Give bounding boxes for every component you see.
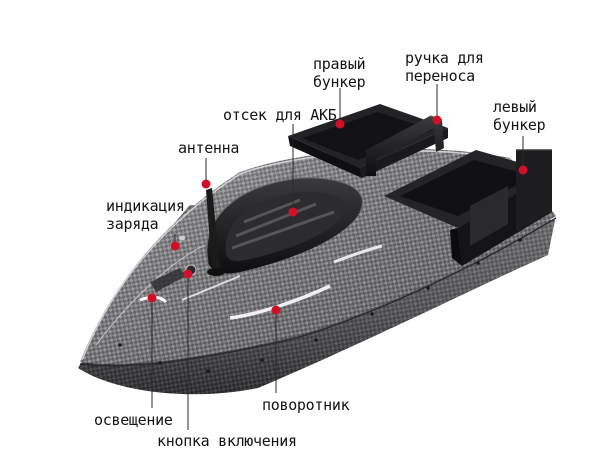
label-left-hopper-line-2: бункер	[493, 116, 546, 134]
label-battery-compartment-text: отсек для АКБ	[223, 106, 337, 124]
label-charge-indicator-line-1: индикация	[106, 197, 185, 215]
left-hopper	[384, 149, 552, 266]
label-lighting-text: освещение	[94, 411, 173, 429]
label-right-hopper-line-2: бункер	[313, 73, 366, 91]
label-lighting: освещение	[94, 411, 173, 429]
antenna	[206, 188, 225, 276]
label-carry-handle-line-1: ручка для	[405, 49, 484, 67]
leader-lines	[151, 84, 524, 430]
label-left-hopper-line-1: левый	[493, 98, 537, 116]
marker-battery	[288, 207, 298, 217]
label-power-button-text: кнопка включения	[157, 432, 297, 450]
label-antenna: антенна	[178, 139, 239, 157]
marker-turn	[271, 305, 281, 315]
battery-hatch	[206, 177, 363, 274]
hull	[78, 148, 557, 395]
label-turn-signal: поворотник	[262, 396, 350, 414]
label-carry-handle-line-2: переноса	[405, 67, 475, 85]
marker-antenna	[201, 179, 211, 189]
marker-left-hopper	[518, 165, 528, 175]
label-turn-signal-text: поворотник	[262, 396, 350, 414]
label-right-hopper: правый бункер	[313, 55, 366, 91]
label-power-button: кнопка включения	[157, 432, 297, 450]
marker-charge	[170, 241, 180, 251]
label-antenna-text: антенна	[178, 139, 240, 157]
label-left-hopper: левый бункер	[493, 98, 546, 134]
marker-power	[183, 269, 193, 279]
label-carry-handle: ручка для переноса	[405, 49, 484, 85]
marker-right-hopper	[335, 119, 345, 129]
marker-lighting	[147, 293, 157, 303]
hull-screws	[118, 238, 522, 373]
label-charge-indicator: индикация заряда	[106, 197, 185, 233]
markers	[147, 115, 528, 315]
marker-carry-handle	[432, 115, 442, 125]
label-battery-compartment: отсек для АКБ	[223, 106, 337, 124]
right-hopper	[288, 104, 448, 178]
label-charge-indicator-line-2: заряда	[106, 215, 159, 233]
label-right-hopper-line-1: правый	[313, 55, 366, 73]
